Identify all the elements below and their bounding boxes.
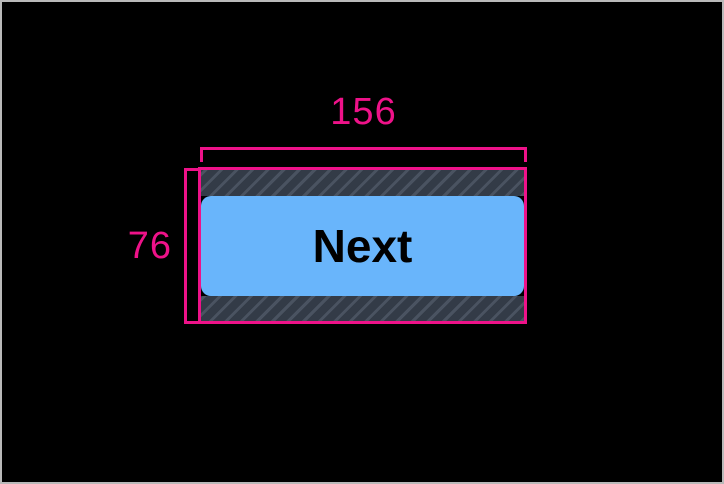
height-bracket-tick-end bbox=[184, 321, 199, 324]
height-dimension-label: 76 bbox=[127, 225, 172, 267]
width-dimension-label: 156 bbox=[330, 91, 397, 133]
next-button[interactable]: Next bbox=[201, 196, 524, 296]
height-bracket-tick-start bbox=[184, 168, 199, 171]
width-bracket-tick-start bbox=[200, 147, 203, 162]
width-bracket-tick-end bbox=[524, 147, 527, 162]
width-bracket-line bbox=[200, 147, 527, 150]
height-dimension-bracket bbox=[184, 168, 199, 324]
margin-band-top bbox=[201, 170, 524, 196]
height-bracket-line bbox=[184, 168, 187, 324]
margin-band-bottom bbox=[201, 296, 524, 321]
element-highlight-box: Next bbox=[198, 167, 527, 324]
width-dimension-bracket bbox=[200, 147, 527, 162]
button-slot: Next bbox=[201, 196, 524, 296]
